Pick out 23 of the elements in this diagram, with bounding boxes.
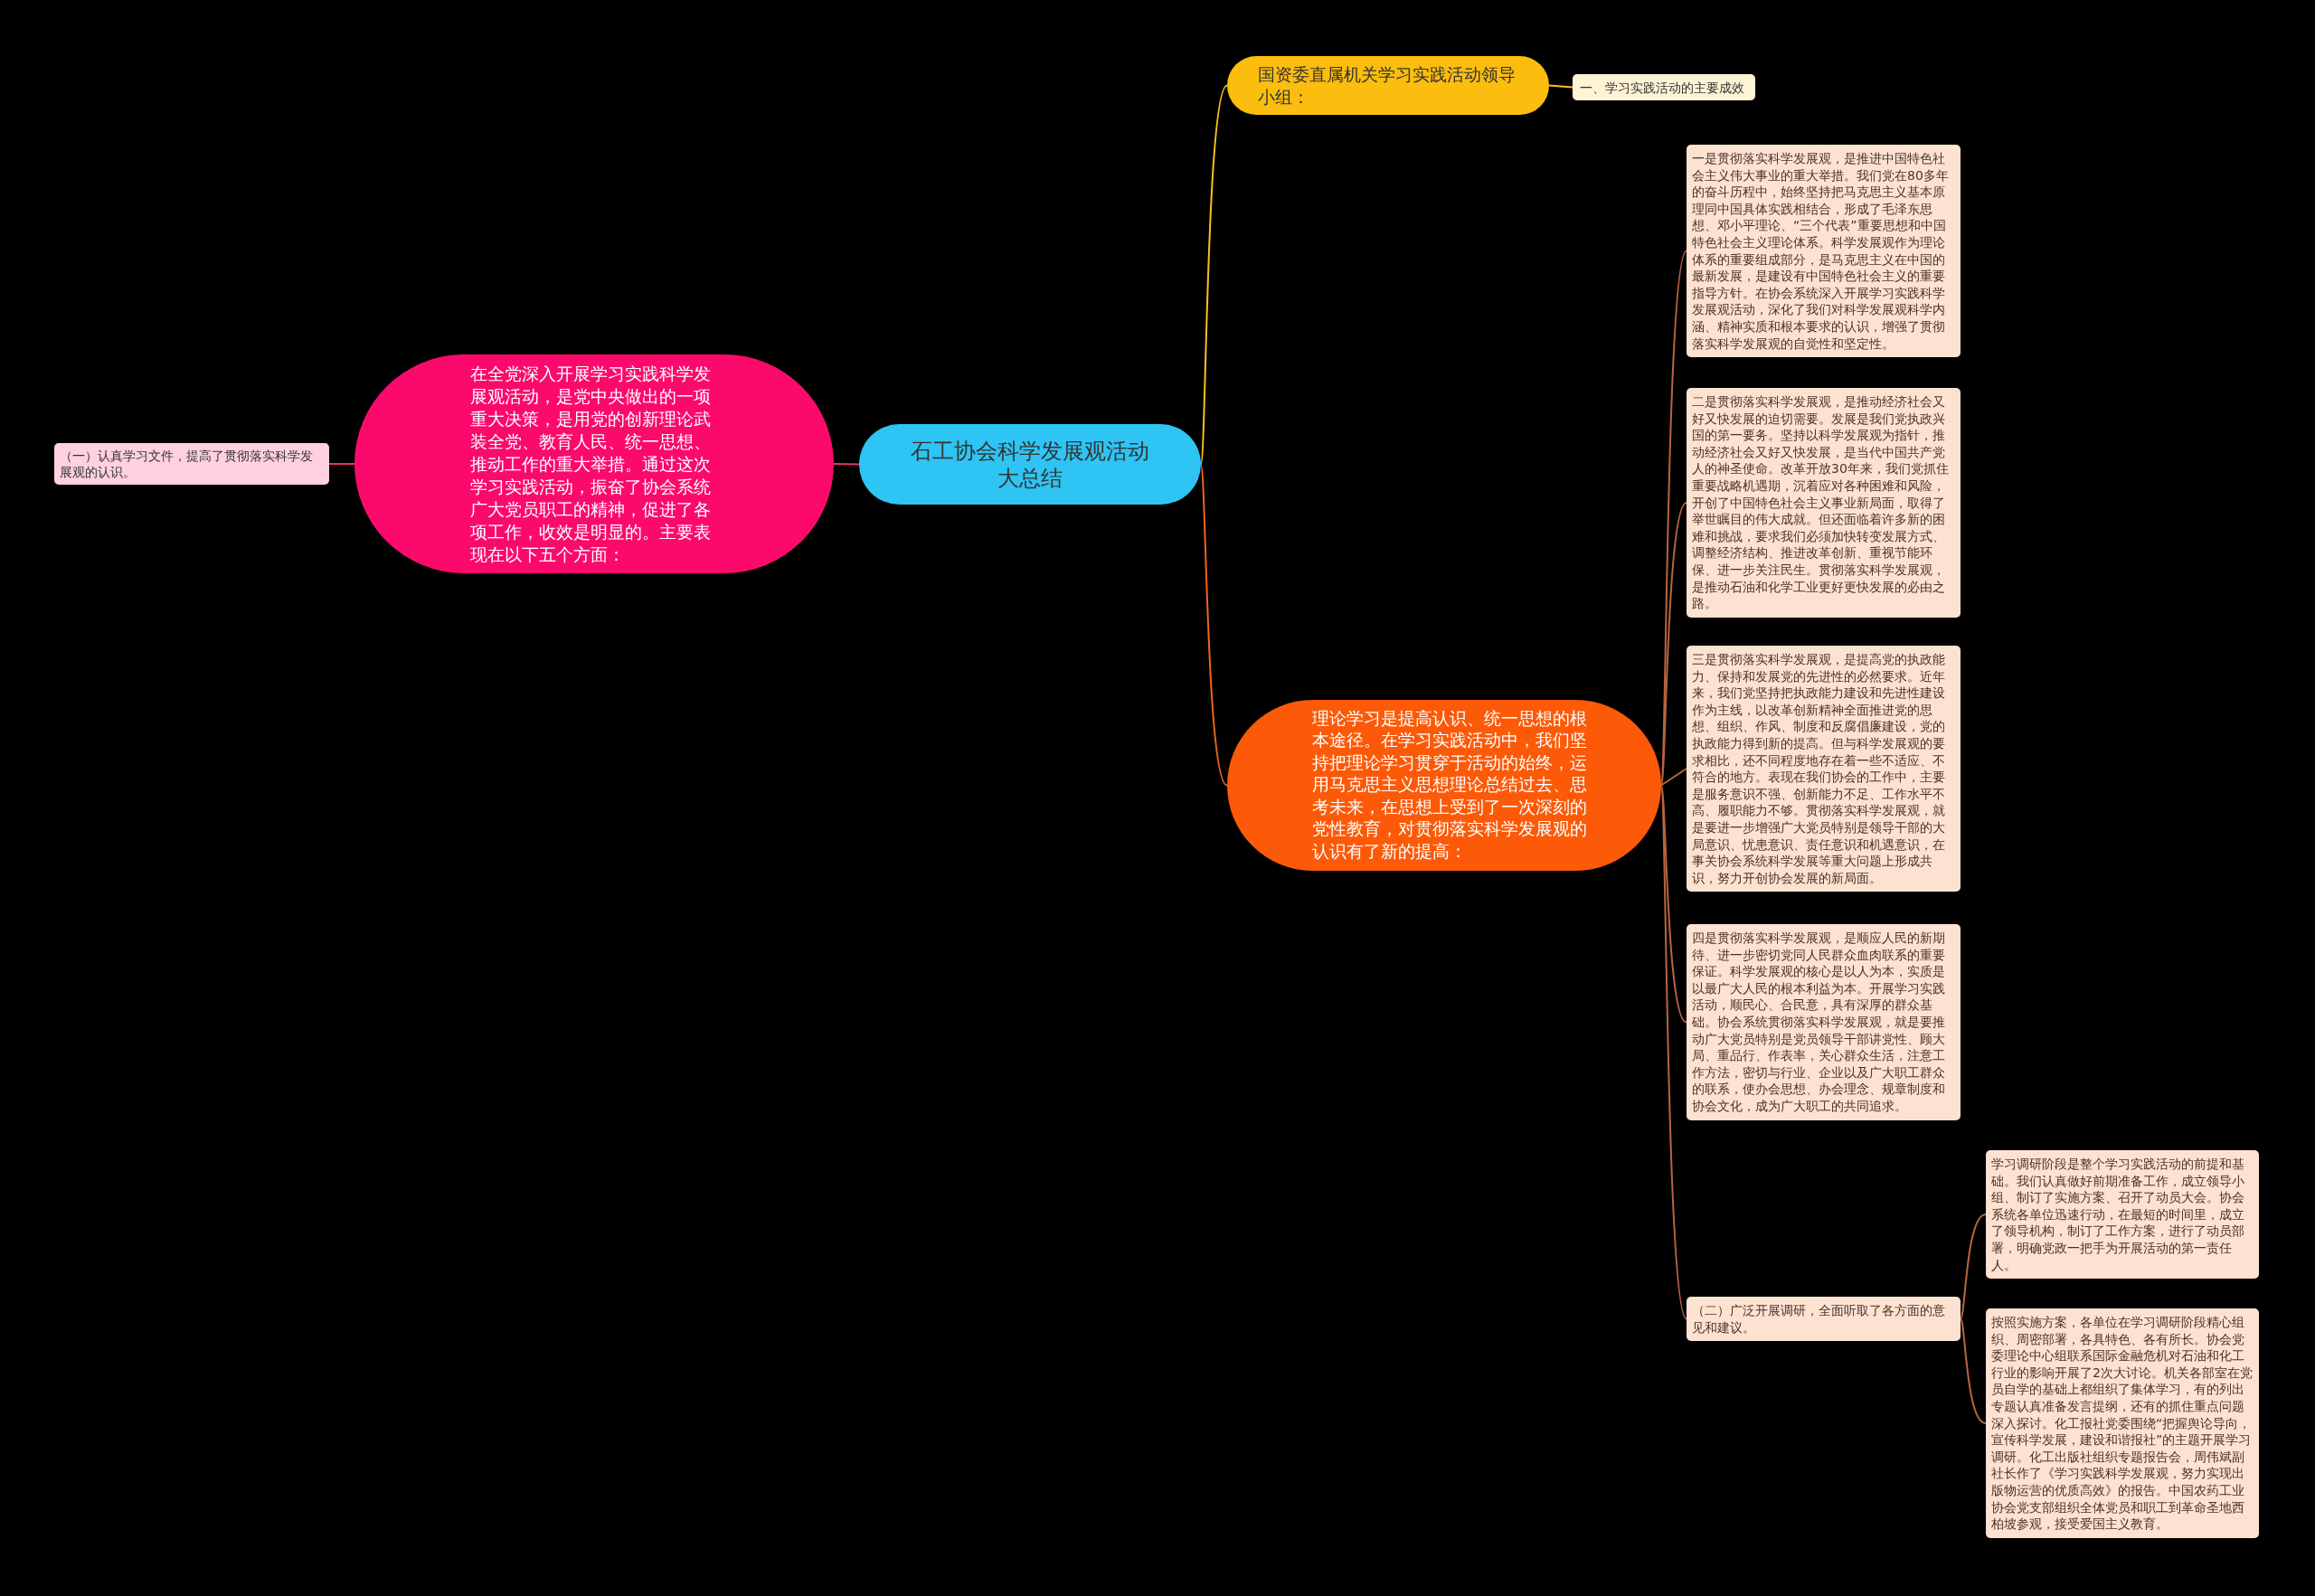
- text-box: （一）认真学习文件，提高了贯彻落实科学发展观的认识。: [54, 443, 329, 485]
- text-box: （二）广泛开展调研，全面听取了各方面的意见和建议。: [1687, 1297, 1961, 1342]
- text-box: 一、学习实践活动的主要成效: [1573, 74, 1755, 100]
- topic-box: 石工协会科学发展观活动大总结: [859, 424, 1201, 505]
- connector-line: [1548, 84, 1573, 89]
- connector-line: [1200, 84, 1228, 466]
- connector-line: [1660, 768, 1687, 787]
- topic-box: 国资委直属机关学习实践活动领导小组：: [1227, 56, 1549, 115]
- text-box: 一是贯彻落实科学发展观，是推进中国特色社会主义伟大事业的重大举措。我们党在80多年的奋斗历程中，始终坚持把马克思主义基本原理同中国具体实践相结合，形成了毛泽东思想、邓小平理论、“三个代表”重要思想和中国特色社会主义理论体系。科学发展观作为理论体系的重要组成部分，是马克思主义在中国的最新发展，是建设有中国特色社会主义的重要指导方针。在协会系统深入开展学习实践科学发展观活动，深化了我们对科学发展观科学内涵、精神实质和根本要求的认识，增强了贯彻落实科学发展观的自觉性和坚定性。: [1687, 145, 1961, 358]
- connector-line: [1200, 463, 1228, 787]
- text-box: 学习调研阶段是整个学习实践活动的前提和基础。我们认真做好前期准备工作，成立领导小组、制订了实施方案、召开了动员大会。协会系统各单位迅速行动，在最短的时间里，成立了领导机构，制订了工作方案，进行了动员部署，明确党政一把手为开展活动的第一责任人。: [1986, 1150, 2259, 1280]
- text-box: 四是贯彻落实科学发展观，是顺应人民的新期待、进一步密切党同人民群众血肉联系的重要保证。科学发展观的核心是以人为本，实质是以最广大人民的根本利益为本。开展学习实践活动，顺民心、合民意，具有深厚的群众基础。协会系统贯彻落实科学发展观，就是要推动广大党员特别是党员领导干部讲党性、顾大局、重品行、作表率，关心群众生活，注意工作方法，密切与行业、企业以及广大职工群众的联系，使办会思想、办会理念、规章制度和协会文化，成为广大职工的共同追求。: [1687, 924, 1961, 1120]
- connector-line: [1960, 1214, 1987, 1320]
- text-box: 三是贯彻落实科学发展观，是提高党的执政能力、保持和发展党的先进性的必然要求。近年来，我们党坚持把执政能力建设和先进性建设作为主线，以改革创新精神全面推进党的思想、组织、作风、制度和反腐倡廉建设，党的执政能力得到新的提高。但与科学发展观的要求相比，还不同程度地存在着一些不适应、不符合的地方。表现在我们协会的工作中，主要是服务意识不强、创新能力不足、工作水平不高、履职能力不够。贯彻落实科学发展观，就是要进一步增强广大党员特别是领导干部的大局意识、忧患意识、责任意识和机遇意识，在事关协会系统科学发展等重大问题上形成共识，努力开创协会发展的新局面。: [1687, 646, 1961, 892]
- topic-box: 理论学习是提高认识、统一思想的根本途径。在学习实践活动中，我们坚持把理论学习贯穿于活动的始终，运用马克思主义思想理论总结过去、思考未来，在思想上受到了一次深刻的党性教育，对贯彻落实科学发展观的认识有了新的提高：: [1227, 700, 1661, 871]
- connector-line: [1660, 502, 1687, 787]
- connector-line: [1660, 784, 1687, 1024]
- connector-line: [328, 463, 355, 465]
- text-box: 按照实施方案，各单位在学习调研阶段精心组织、周密部署，各具特色、各有所长。协会党委理论中心组联系国际金融危机对石油和化工行业的影响开展了2次大讨论。机关各部室在党员自学的基础上都组织了集体学习，有的列出专题认真准备发言提纲，还有的抓住重点问题深入探讨。化工报社党委围绕“把握舆论导向，宣传科学发展，建设和谐报社”的主题开展学习调研。化工出版社组织专题报告会，周伟斌副社长作了《学习实践科学发展观，努力实现出版物运营的优质高效》的报告。中国农药工业协会党支部组织全体党员和职工到革命圣地西柏坡参观，接受爱国主义教育。: [1986, 1308, 2259, 1538]
- connector-line: [1960, 1317, 1987, 1424]
- topic-box: 在全党深入开展学习实践科学发展观活动，是党中央做出的一项重大决策，是用党的创新理论武装全党、教育人民、统一思想、推动工作的重大举措。通过这次学习实践活动，振奋了协会系统广大党员职工的精神，促进了各项工作，收效是明显的。主要表现在以下五个方面：: [354, 354, 834, 573]
- connector-line: [833, 463, 860, 466]
- text-box: 二是贯彻落实科学发展观，是推动经济社会又好又快发展的迫切需要。发展是我们党执政兴国的第一要务。坚持以科学发展观为指针，推动经济社会又好又快发展，是当代中国共产党人的神圣使命。改革开放30年来，我们党抓住重要战略机遇期，沉着应对各种困难和风险，开创了中国特色社会主义事业新局面，取得了举世瞩目的伟大成就。但还面临着许多新的困难和挑战，要求我们必须加快转变发展方式、调整经济结构、推进改革创新、重视节能环保、进一步关注民生。贯彻落实科学发展观，是推动石油和化学工业更好更快发展的必由之路。: [1687, 388, 1961, 618]
